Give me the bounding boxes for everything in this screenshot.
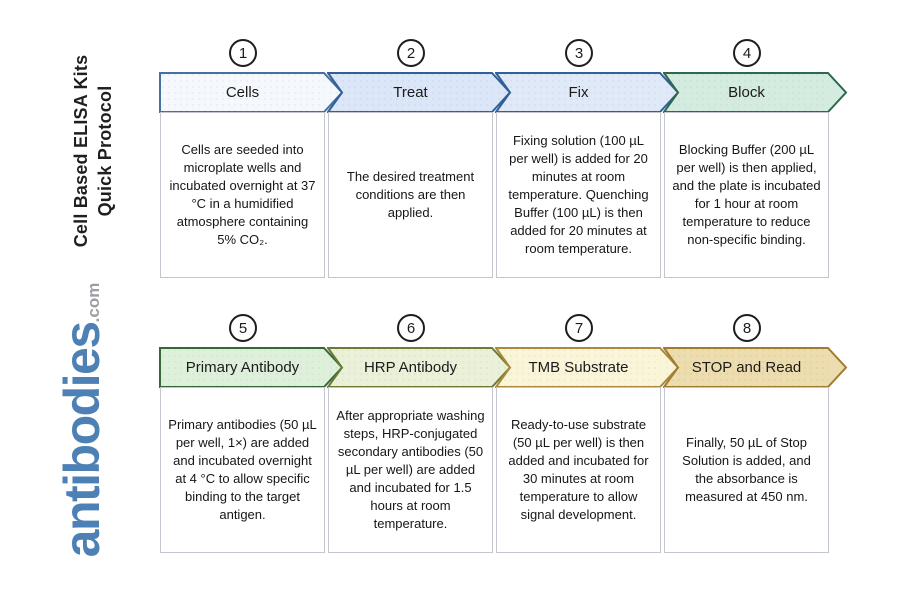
step-1-label: Cells — [160, 72, 325, 113]
step-3-description: Fixing solution (100 µL per well) is add… — [508, 133, 649, 256]
step-8-description: Finally, 50 µL of Stop Solution is added… — [682, 435, 811, 504]
step-7-number-badge: 7 — [565, 314, 593, 342]
step-2-description: The desired treatment conditions are the… — [346, 169, 475, 220]
step-3-label: Fix — [496, 72, 661, 113]
step-4-number-badge: 4 — [733, 39, 761, 67]
step-8-description-box: Finally, 50 µL of Stop Solution is added… — [664, 387, 829, 553]
step-6-description: After appropriate washing steps, HRP-con… — [336, 408, 485, 531]
step-7-description: Ready-to-use substrate (50 µL per well) … — [508, 417, 649, 522]
step-4-number: 4 — [742, 44, 752, 62]
brand-logo-text: antibodies — [54, 322, 110, 558]
step-4-label: Block — [664, 72, 829, 113]
step-1-description-box: Cells are seeded into microplate wells a… — [160, 112, 325, 278]
step-5-label: Primary Antibody — [160, 347, 325, 388]
step-8-number: 8 — [742, 319, 752, 337]
step-3-number-badge: 3 — [565, 39, 593, 67]
step-2-label: Treat — [328, 72, 493, 113]
step-4-description-box: Blocking Buffer (200 µL per well) is the… — [664, 112, 829, 278]
step-3-description-box: Fixing solution (100 µL per well) is add… — [496, 112, 661, 278]
step-2-description-box: The desired treatment conditions are the… — [328, 112, 493, 278]
step-3-number: 3 — [574, 44, 584, 62]
step-6-label: HRP Antibody — [328, 347, 493, 388]
step-1-arrow-banner — [159, 72, 344, 113]
step-1-description: Cells are seeded into microplate wells a… — [169, 142, 316, 247]
step-7-description-box: Ready-to-use substrate (50 µL per well) … — [496, 387, 661, 553]
step-2-number: 2 — [406, 44, 416, 62]
page-title-line2: Quick Protocol — [94, 85, 115, 217]
step-5-arrow-banner — [159, 347, 344, 388]
step-1-number: 1 — [238, 44, 248, 62]
step-5-number: 5 — [238, 319, 248, 337]
step-5-description: Primary antibodies (50 µL per well, 1×) … — [168, 417, 317, 522]
page-title-line1: Cell Based ELISA Kits — [71, 54, 91, 248]
step-3: 3 Fix Fixing solution (100 µL per well) … — [495, 39, 682, 279]
step-8: 8 STOP and Read Finally, 50 µL of Stop S… — [663, 314, 850, 554]
page-title: Cell Based ELISA Kits Quick Protocol — [70, 31, 120, 271]
step-6-number: 6 — [406, 319, 416, 337]
step-7-number: 7 — [574, 319, 584, 337]
step-1: 1 Cells Cells are seeded into microplate… — [159, 39, 346, 279]
step-7-label: TMB Substrate — [496, 347, 661, 388]
step-2-number-badge: 2 — [397, 39, 425, 67]
step-2: 2 Treat The desired treatment conditions… — [327, 39, 514, 279]
step-8-number-badge: 8 — [733, 314, 761, 342]
step-8-label: STOP and Read — [664, 347, 829, 388]
brand-logo: antibodies.com — [42, 260, 122, 580]
step-5-number-badge: 5 — [229, 314, 257, 342]
step-5: 5 Primary Antibody Primary antibodies (5… — [159, 314, 346, 554]
step-4-description: Blocking Buffer (200 µL per well) is the… — [672, 142, 821, 247]
step-6-description-box: After appropriate washing steps, HRP-con… — [328, 387, 493, 553]
step-1-number-badge: 1 — [229, 39, 257, 67]
brand-logo-suffix: .com — [84, 282, 103, 323]
step-6: 6 HRP Antibody After appropriate washing… — [327, 314, 514, 554]
step-7: 7 TMB Substrate Ready-to-use substrate (… — [495, 314, 682, 554]
step-5-description-box: Primary antibodies (50 µL per well, 1×) … — [160, 387, 325, 553]
step-4: 4 Block Blocking Buffer (200 µL per well… — [663, 39, 850, 279]
step-6-number-badge: 6 — [397, 314, 425, 342]
